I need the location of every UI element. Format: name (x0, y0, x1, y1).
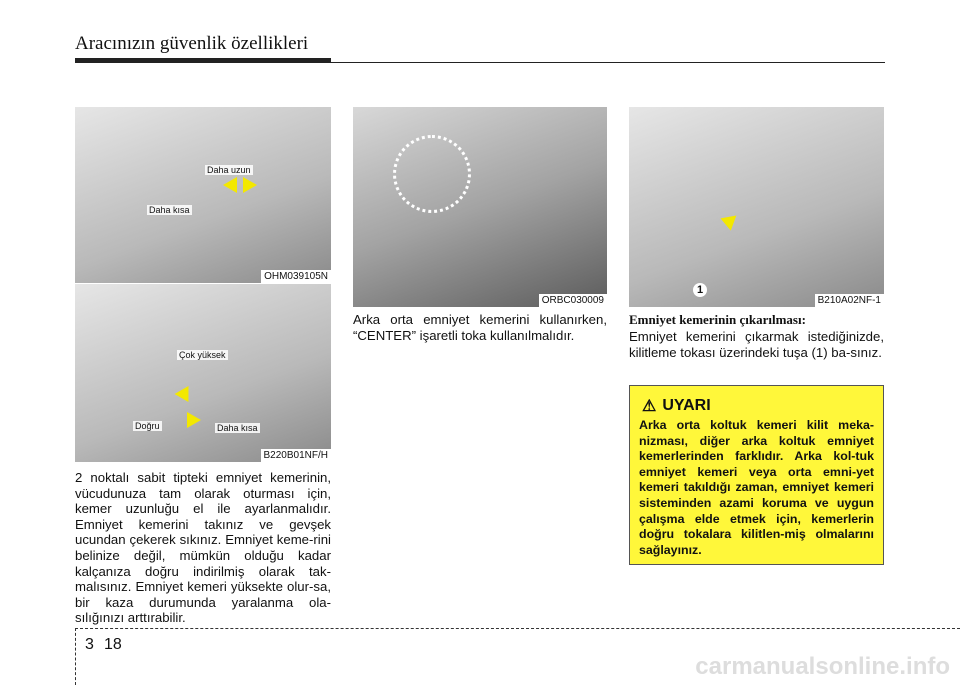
warning-text: Arka orta koltuk kemeri kilit meka-nizma… (639, 418, 874, 557)
figure-code: B210A02NF-1 (814, 294, 884, 307)
arrow-icon (720, 209, 742, 231)
label-shorter: Daha kısa (215, 423, 260, 433)
page-title: Aracınızın güvenlik özellikleri (75, 33, 309, 54)
figure-release-buckle: 1 B210A02NF-1 (629, 107, 884, 307)
arrow-icon (223, 177, 237, 193)
page-number: 18 (104, 636, 122, 653)
warning-title: UYARI (662, 397, 711, 414)
figure-code: OHM039105N (261, 270, 331, 283)
callout-1: 1 (693, 283, 707, 297)
figure-lap-position: Çok yüksek Doğru Daha kısa B220B01NF/H (75, 284, 331, 462)
col3-text: Emniyet kemerini çıkarmak istediğinizde,… (629, 329, 884, 360)
col1-text: 2 noktalı sabit tipteki emniyet kemerini… (75, 470, 331, 626)
highlight-circle (393, 135, 471, 213)
label-correct: Doğru (133, 421, 162, 431)
figure-code: B220B01NF/H (260, 449, 331, 462)
header-rule-thin (331, 62, 885, 63)
warning-icon: ⚠ (642, 398, 657, 415)
label-shorter: Daha kısa (147, 205, 192, 215)
figure-belt-length: Daha uzun Daha kısa OHM039105N (75, 107, 331, 283)
header-rule (75, 58, 331, 63)
arrow-icon (174, 381, 196, 403)
figure-code: ORBC030009 (538, 294, 607, 307)
col2-text: Arka orta emniyet kemerini kullanırken, … (353, 312, 607, 343)
label-longer: Daha uzun (205, 165, 253, 175)
watermark: carmanualsonline.info (695, 653, 950, 680)
section-number: 3 (85, 636, 94, 653)
footer-divider (75, 628, 76, 685)
arrow-icon (243, 177, 257, 193)
section-subtitle: Emniyet kemerinin çıkarılması: (629, 312, 806, 327)
label-too-high: Çok yüksek (177, 350, 228, 360)
figure-center-buckle: ORBC030009 (353, 107, 607, 307)
warning-box: ⚠ UYARI Arka orta koltuk kemeri kilit mek… (629, 385, 884, 565)
arrow-icon (187, 412, 201, 428)
footer-rule (75, 628, 960, 629)
